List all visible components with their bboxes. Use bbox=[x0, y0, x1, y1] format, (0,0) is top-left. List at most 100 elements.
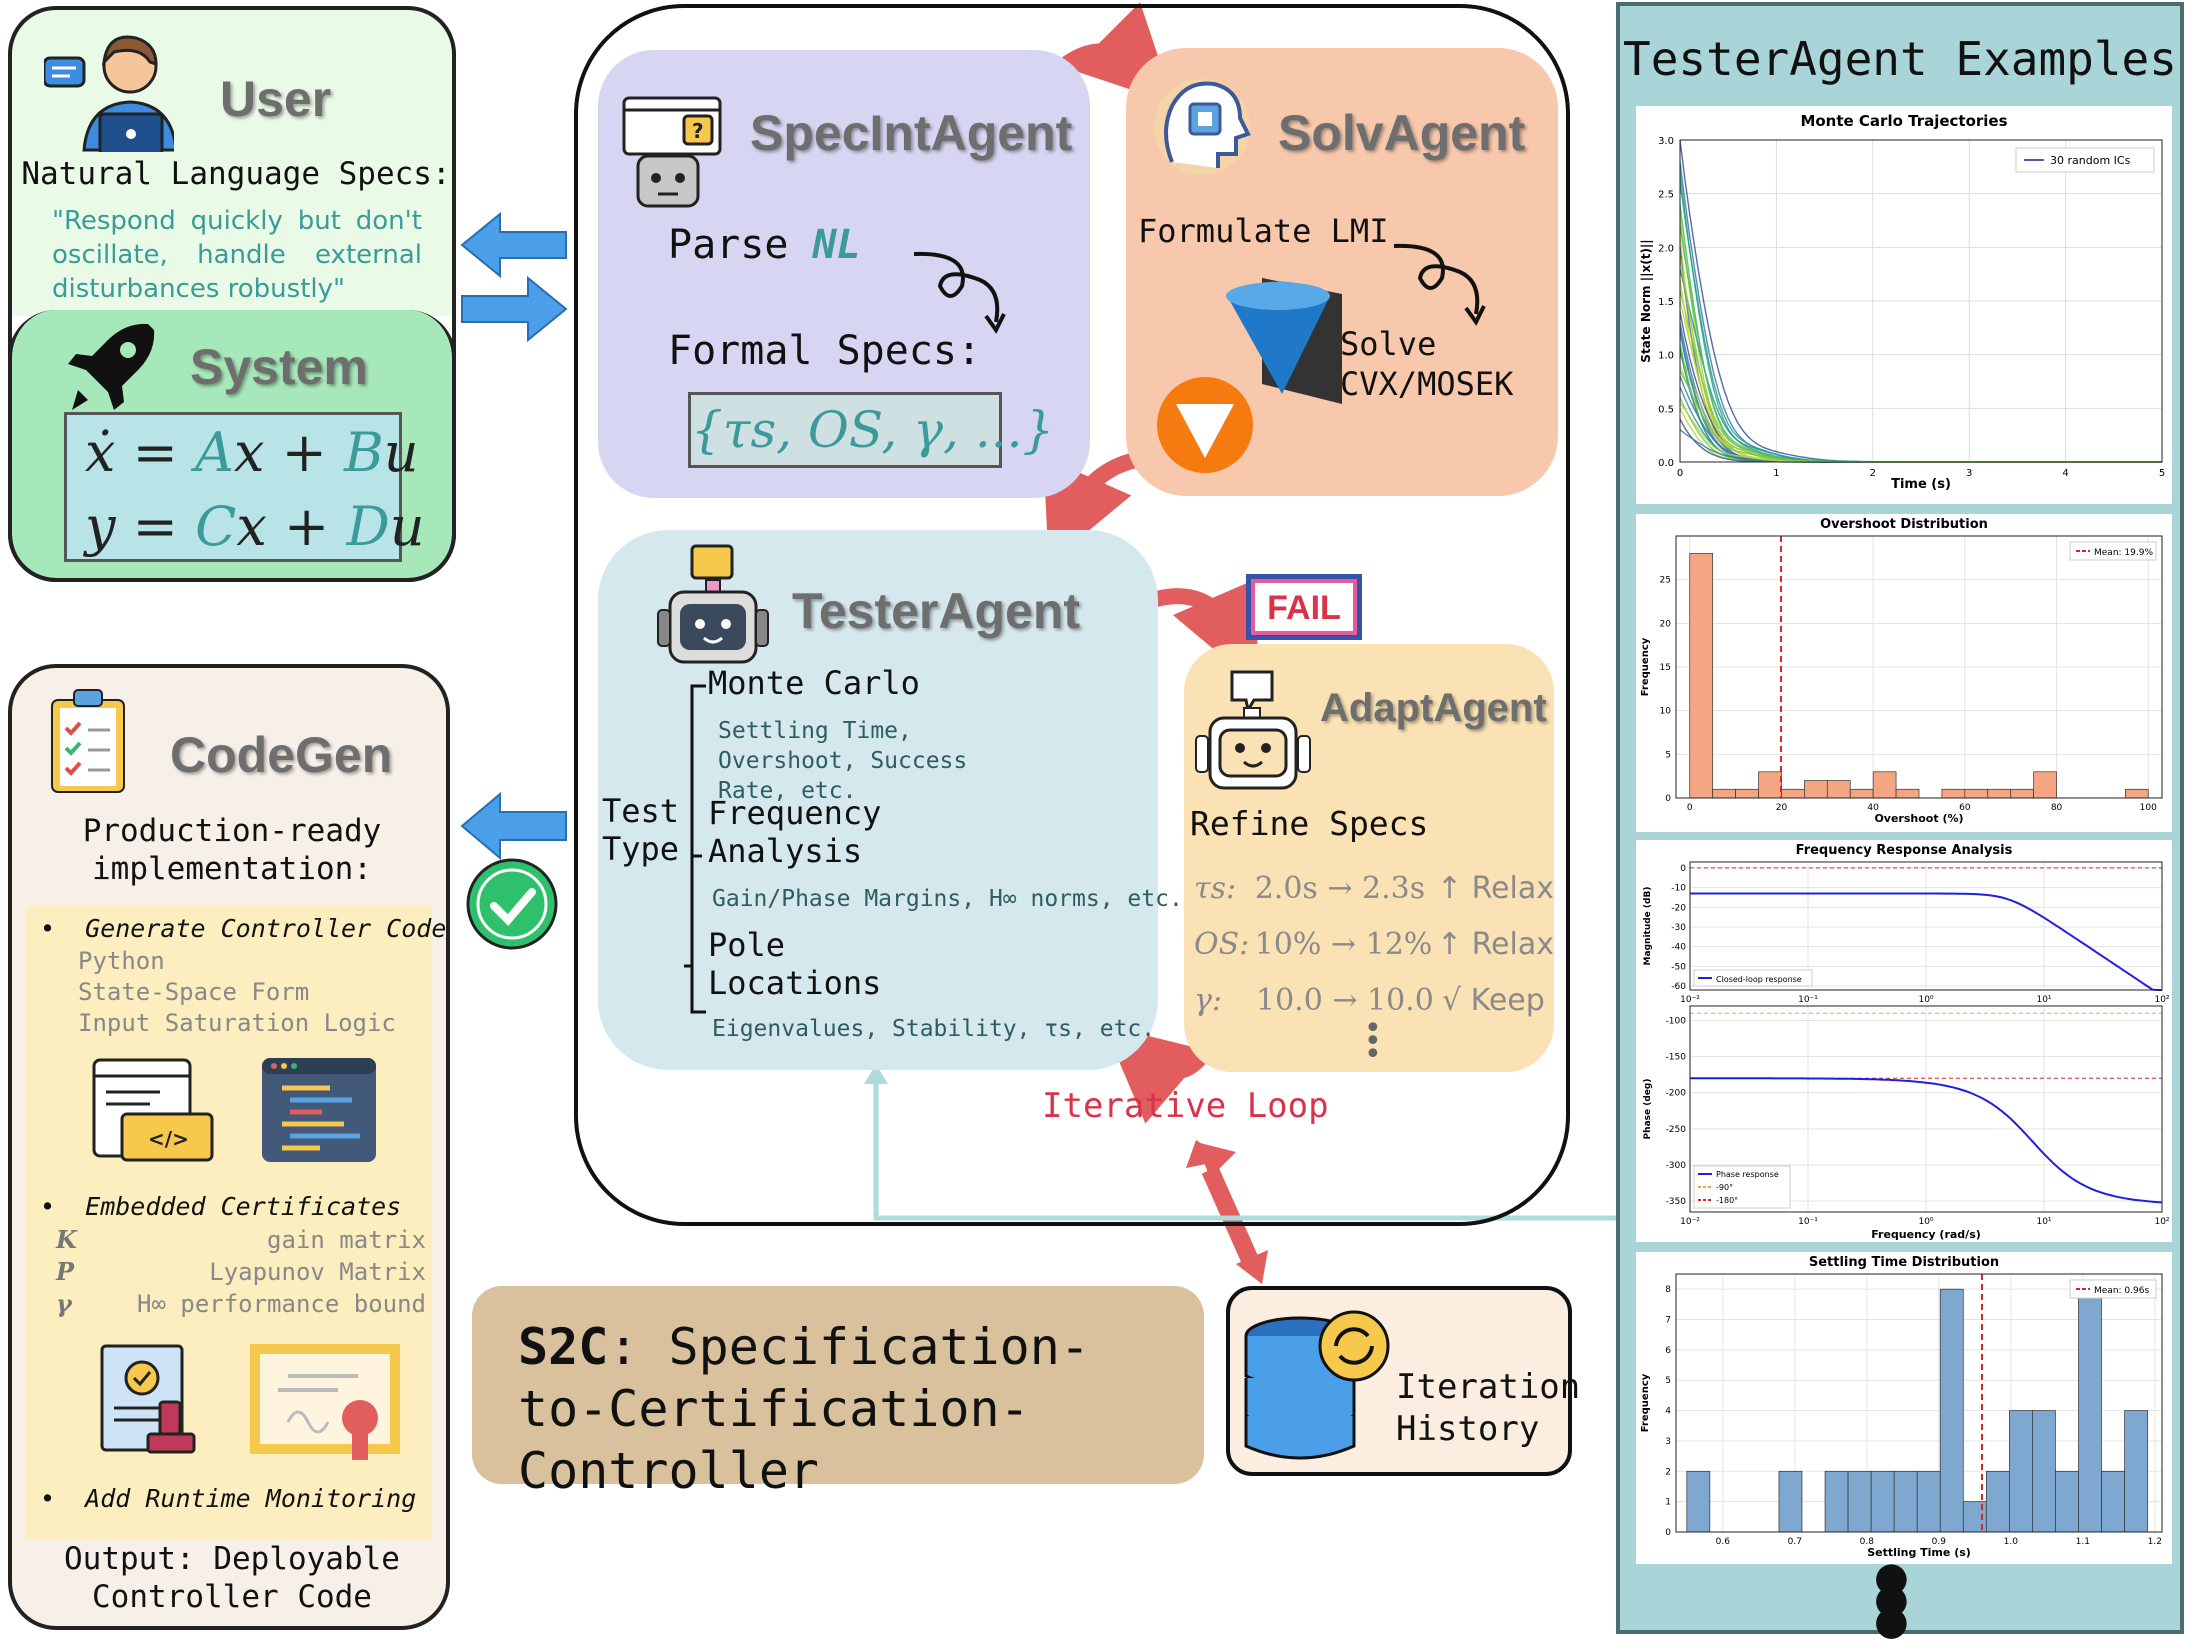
trajectory-line bbox=[1679, 333, 2162, 463]
phase-line bbox=[1690, 1077, 2163, 1204]
agent-loop-frame bbox=[574, 4, 1570, 1226]
plot-frame bbox=[1675, 535, 2163, 799]
adapt-more-dots: ••• bbox=[1364, 1011, 1382, 1072]
histogram-bar bbox=[2009, 1410, 2033, 1533]
trajectory-line bbox=[1679, 215, 2162, 463]
codegen-details: • Generate Controller Code Python State-… bbox=[26, 906, 446, 1540]
x-tick-label: 3 bbox=[1966, 468, 1972, 479]
histogram-bar bbox=[1893, 1470, 1918, 1533]
specint-formal-label: Formal Specs: bbox=[668, 328, 982, 374]
trajectory-line bbox=[1679, 182, 2162, 463]
magnitude-line bbox=[1690, 892, 2162, 991]
histogram-bar bbox=[2033, 771, 2057, 799]
codegen-item-2: • Embedded Certificates bbox=[40, 1192, 402, 1221]
tester-to-fail-arrow bbox=[1143, 576, 1261, 685]
specint-agent-panel: ? SpecIntAgent Parse NL Formal Specs: {τ… bbox=[598, 50, 1090, 498]
chart-title: Monte Carlo Trajectories bbox=[1800, 112, 2007, 130]
y-tick-label: 0 bbox=[1680, 864, 1686, 874]
y-tick-label: -300 bbox=[1666, 1161, 1687, 1171]
x-tick-label: 10⁻¹ bbox=[1798, 995, 1818, 1005]
y-tick-label: -50 bbox=[1671, 962, 1686, 972]
trajectory-line bbox=[1679, 172, 2162, 463]
legend-label: Phase response bbox=[1716, 1170, 1779, 1179]
adapt-title: AdaptAgent bbox=[1320, 686, 1547, 730]
y-tick-label: -40 bbox=[1671, 943, 1686, 953]
y-axis-label: State Norm ||x(t)|| bbox=[1639, 239, 1653, 362]
codegen-sub-saturation: Input Saturation Logic bbox=[78, 1009, 396, 1037]
x-tick-label: 20 bbox=[1776, 803, 1788, 813]
y-tick-label: 15 bbox=[1660, 663, 1671, 673]
test-type-brace bbox=[684, 684, 706, 1014]
y-tick-label: 2.0 bbox=[1658, 243, 1674, 254]
iteration-history-panel: Iteration History bbox=[1226, 1286, 1580, 1476]
tester-robot-icon bbox=[657, 544, 769, 664]
y-tick-label: 6 bbox=[1665, 1346, 1671, 1356]
codegen-output: Output: Deployable Controller Code bbox=[64, 1541, 400, 1615]
history-label: Iteration History bbox=[1396, 1367, 1581, 1449]
histogram-bar bbox=[1804, 780, 1828, 799]
x-tick-label: 10⁻² bbox=[1680, 1217, 1700, 1227]
y-tick-label: 1.5 bbox=[1658, 297, 1674, 308]
trajectory-line bbox=[1679, 161, 2162, 463]
test-frequency-desc: Gain/Phase Margins, H∞ norms, etc. bbox=[712, 886, 1183, 912]
user-quote: "Respond quickly but don't oscillate, ha… bbox=[52, 206, 422, 304]
x-axis-label: Overshoot (%) bbox=[1874, 812, 1963, 825]
x-tick-label: 0 bbox=[1687, 803, 1693, 813]
trajectory-line bbox=[1679, 327, 2162, 463]
adapt-robot-icon bbox=[1195, 670, 1311, 790]
histogram-bar bbox=[1826, 780, 1851, 799]
user-title: User bbox=[220, 71, 332, 127]
histogram-bar bbox=[2078, 1288, 2102, 1533]
trajectory-line bbox=[1679, 257, 2162, 463]
state-space-equations: ẋ = Ax + Bu y = Cx + Du bbox=[64, 412, 425, 562]
rocket-icon bbox=[68, 323, 155, 410]
x-tick-label: 1.1 bbox=[2076, 1537, 2090, 1547]
plot-frame bbox=[1679, 139, 2163, 463]
x-tick-label: 60 bbox=[1959, 803, 1971, 813]
test-monte-carlo: Monte Carlo bbox=[708, 664, 920, 702]
database-sync-icon bbox=[1244, 1310, 1390, 1460]
y-axis-label: Phase (deg) bbox=[1643, 1079, 1653, 1140]
fail-text: FAIL bbox=[1267, 589, 1341, 627]
svg-text:?: ? bbox=[692, 119, 704, 143]
histogram-bar bbox=[2124, 1410, 2148, 1533]
y-tick-label: 0.5 bbox=[1658, 404, 1674, 415]
codegen-sub-statespace: State-Space Form bbox=[78, 978, 310, 1006]
mosek-logo-icon bbox=[1157, 377, 1253, 473]
code-editor-icon bbox=[262, 1058, 376, 1162]
codegen-subtitle: Production-ready implementation: bbox=[82, 813, 382, 887]
histogram-bar bbox=[1916, 1470, 1941, 1533]
specint-parse-line: Parse NL bbox=[668, 222, 861, 268]
legend-box bbox=[1693, 969, 1813, 987]
adapt-rows: τs:2.0s → 2.3s↑ Relax OS:10% → 12%↑ Rela… bbox=[1194, 860, 1554, 1028]
y-tick-label: 2.5 bbox=[1658, 190, 1674, 201]
x-tick-label: 1.0 bbox=[2004, 1537, 2019, 1547]
y-tick-label: 5 bbox=[1665, 750, 1671, 760]
x-tick-label: 0.6 bbox=[1716, 1537, 1731, 1547]
y-tick-label: 20 bbox=[1660, 619, 1672, 629]
fail-badge: FAIL bbox=[1246, 574, 1362, 640]
histogram-bar bbox=[1964, 788, 1989, 799]
plot-frame bbox=[1675, 1273, 2163, 1533]
y-tick-label: 0 bbox=[1665, 1528, 1671, 1538]
y-axis-label: Magnitude (dB) bbox=[1643, 887, 1653, 966]
y-tick-label: -60 bbox=[1671, 982, 1686, 992]
plot-frame bbox=[1689, 861, 2163, 991]
award-certificate-icon bbox=[250, 1344, 400, 1460]
solv-to-tester-arrow bbox=[1043, 452, 1138, 564]
y-tick-label: 0.0 bbox=[1658, 458, 1674, 469]
histogram-bar bbox=[1778, 1470, 1803, 1533]
tester-title: TesterAgent bbox=[792, 583, 1081, 639]
x-tick-label: 10⁻² bbox=[1680, 995, 1700, 1005]
chart-title: Frequency Response Analysis bbox=[1796, 843, 2013, 858]
adapt-refine: Refine Specs bbox=[1190, 804, 1429, 843]
solv-solve-text: Solve CVX/MOSEK bbox=[1340, 324, 1513, 404]
examples-title: TesterAgent Examples bbox=[1623, 32, 2177, 86]
x-tick-label: 10⁻¹ bbox=[1798, 1217, 1818, 1227]
y-tick-label: -350 bbox=[1666, 1197, 1687, 1207]
